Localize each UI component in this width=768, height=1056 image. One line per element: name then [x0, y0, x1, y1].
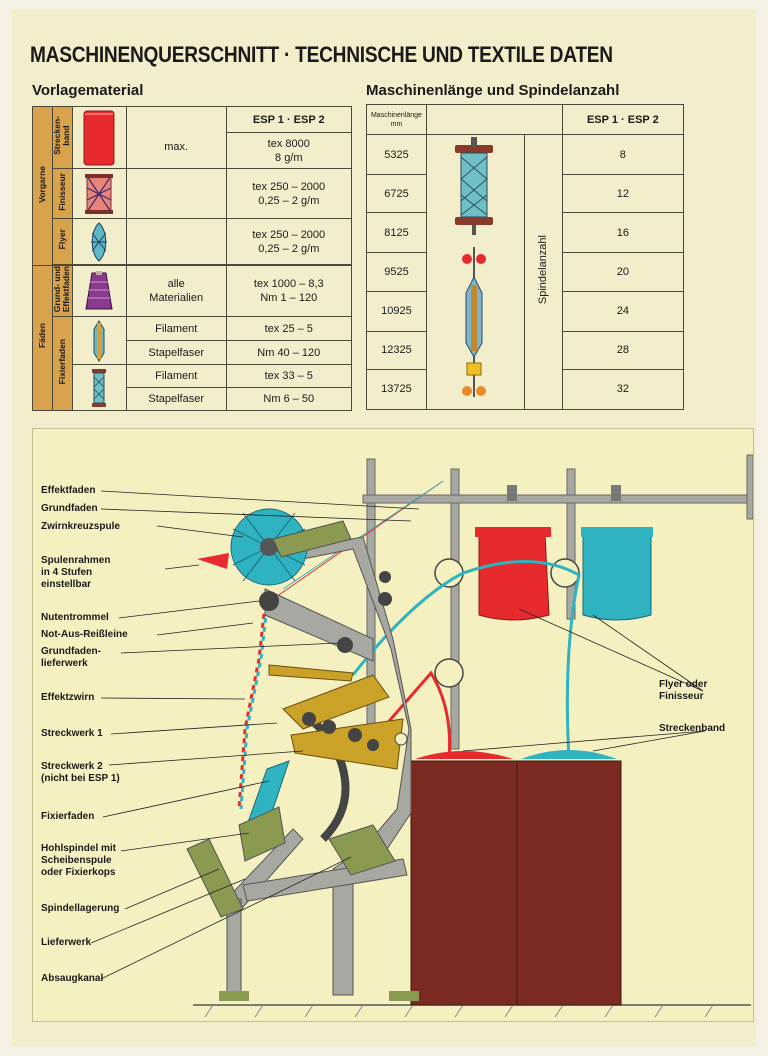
label-zwirnkreuzspule: Zwirnkreuzspule: [41, 521, 120, 532]
row7-values: tex 33 – 5: [225, 364, 353, 388]
red-can-icon: [71, 106, 127, 169]
row5-desc: Filament: [125, 316, 227, 341]
blank-header: [425, 104, 563, 135]
spindle-diagram-icon: [455, 137, 494, 397]
label-grundfadenlieferwerk: Grundfaden-lieferwerk: [41, 646, 101, 669]
length-row: 5325: [366, 133, 427, 176]
spindle-illustration: [425, 134, 525, 410]
row7-desc: Filament: [125, 364, 227, 388]
row5-values: tex 25 – 5: [225, 316, 353, 341]
spindle-axis-label: Spindelanzahl: [523, 134, 563, 410]
cop-icon: [71, 316, 127, 365]
row8-values: Nm 6 – 50: [225, 387, 353, 411]
row1-desc: max.: [125, 106, 227, 169]
length-row: 9525: [366, 252, 427, 292]
machine-drawing: [90, 454, 753, 1018]
page-title: MASCHINENQUERSCHNITT · TECHNISCHE UND TE…: [30, 42, 613, 67]
row8-desc: Stapelfaser: [125, 387, 227, 411]
spindle-count: 24: [561, 290, 685, 332]
group-faeden: Fäden: [32, 264, 53, 412]
spindle-count: 32: [561, 368, 685, 411]
spindle-count: 20: [561, 252, 685, 292]
row6-values: Nm 40 – 120: [225, 340, 353, 365]
machine-cross-section: Effektfaden Grundfaden Zwirnkreuzspule S…: [32, 428, 754, 1022]
cone-icon: [71, 264, 127, 318]
row3-desc: [125, 218, 227, 265]
label-effektzwirn: Effektzwirn: [41, 692, 95, 703]
row6-desc: Stapelfaser: [125, 340, 227, 365]
spindle-count: 8: [561, 133, 685, 176]
material-header: ESP 1 · ESP 2: [225, 106, 353, 133]
section-title-material: Vorlagematerial: [32, 82, 144, 99]
group-streckenband: Strecken-band: [51, 106, 73, 169]
label-not-aus: Not-Aus-Reißleine: [41, 629, 128, 640]
material-table: Vorgarne Strecken-band max. ESP 1 · ESP …: [32, 106, 353, 412]
spindle-count: 12: [561, 174, 685, 214]
label-streckenband: Streckenband: [659, 723, 726, 734]
label-nutentrommel: Nutentrommel: [41, 612, 109, 623]
row2-desc: [125, 168, 227, 219]
finisseur-bobbin-icon: [71, 168, 127, 219]
length-row: 8125: [366, 212, 427, 254]
flyer-bobbin-icon: [71, 218, 127, 265]
length-row: 10925: [366, 290, 427, 332]
group-fixierfaden: Fixierfaden: [51, 316, 73, 411]
label-absaugkanal: Absaugkanal: [41, 973, 104, 984]
group-vorgarne: Vorgarne: [32, 106, 53, 266]
length-row: 6725: [366, 174, 427, 214]
label-streckwerk-2: Streckwerk 2(nicht bei ESP 1): [41, 761, 120, 784]
spindle-count: 16: [561, 212, 685, 254]
spindle-count: 28: [561, 330, 685, 370]
label-grundfaden: Grundfaden: [41, 503, 98, 514]
length-row: 13725: [366, 368, 427, 411]
length-row: 12325: [366, 330, 427, 370]
group-flyer: Flyer: [51, 218, 73, 265]
group-finisseur: Finisseur: [51, 168, 73, 219]
label-streckwerk-1: Streckwerk 1: [41, 728, 103, 739]
label-lieferwerk: Lieferwerk: [41, 937, 92, 948]
spool-icon: [71, 364, 127, 411]
label-spindellagerung: Spindellagerung: [41, 903, 120, 914]
label-effektfaden: Effektfaden: [41, 485, 96, 496]
section-title-length: Maschinenlänge und Spindelanzahl: [366, 82, 620, 99]
spindle-header: ESP 1 · ESP 2: [561, 104, 685, 135]
label-fixierfaden: Fixierfaden: [41, 811, 95, 822]
